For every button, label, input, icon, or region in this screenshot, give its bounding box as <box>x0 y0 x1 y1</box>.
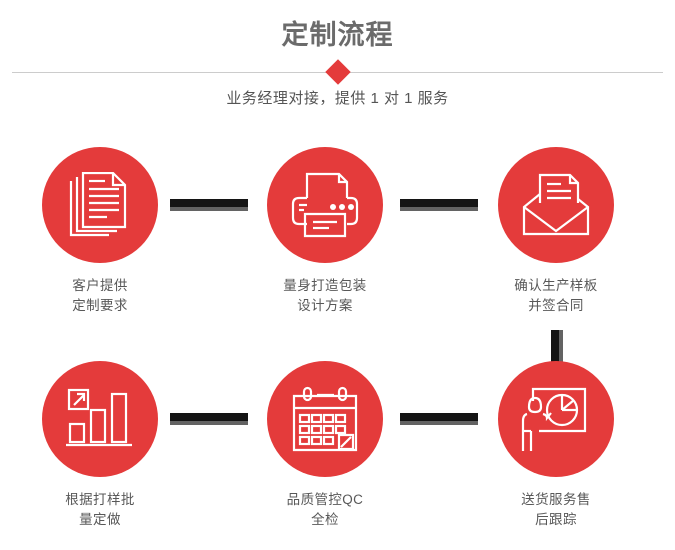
connector-bar <box>400 199 478 207</box>
flow-step-2-label: 量身打造包装 设计方案 <box>283 278 367 313</box>
bar-chart-growth-icon <box>66 388 132 447</box>
connector-shadow <box>559 330 563 370</box>
flow-step-2[interactable]: 量身打造包装 设计方案 <box>250 147 400 316</box>
connector-shadow <box>170 207 248 211</box>
connector-bar <box>400 413 478 421</box>
flow-step-2-circle <box>267 147 383 263</box>
documents-stack-icon <box>69 172 127 237</box>
connector-shadow <box>400 207 478 211</box>
title-divider <box>12 59 663 85</box>
flow-step-6-circle <box>498 361 614 477</box>
flow-step-4-circle <box>42 361 158 477</box>
flow-step-1-label: 客户提供 定制要求 <box>72 278 128 313</box>
flow-step-5[interactable]: 品质管控QC 全检 <box>250 361 400 530</box>
connector-shadow <box>400 421 478 425</box>
connector-bar <box>551 330 559 370</box>
connector-bar <box>170 413 248 421</box>
page-subtitle: 业务经理对接，提供 1 对 1 服务 <box>226 90 449 107</box>
flow-step-6-label: 送货服务售 后跟踪 <box>521 492 591 527</box>
flow-step-5-circle <box>267 361 383 477</box>
connector-5-6 <box>400 413 478 425</box>
page-title: 定制流程 <box>281 20 394 50</box>
connector-shadow <box>170 421 248 425</box>
flow-step-3-circle <box>498 147 614 263</box>
flow-step-1-circle <box>42 147 158 263</box>
process-flow-diagram: 客户提供 定制要求 <box>0 125 675 550</box>
envelope-document-icon <box>522 173 590 236</box>
flow-step-6[interactable]: 送货服务售 后跟踪 <box>481 361 631 530</box>
connector-4-5 <box>170 413 248 425</box>
flow-step-4[interactable]: 根据打样批 量定做 <box>25 361 175 530</box>
calendar-check-icon <box>292 386 358 452</box>
flow-step-3[interactable]: 确认生产样板 并签合同 <box>481 147 631 316</box>
connector-1-2 <box>170 199 248 211</box>
presenter-pie-chart-icon <box>521 387 587 451</box>
page-header: 定制流程 业务经理对接，提供 1 对 1 服务 <box>0 0 675 125</box>
flow-step-3-label: 确认生产样板 并签合同 <box>514 278 598 313</box>
connector-2-3 <box>400 199 478 211</box>
connector-bar <box>170 199 248 207</box>
flow-step-4-label: 根据打样批 量定做 <box>65 492 135 527</box>
flow-step-5-label: 品质管控QC 全检 <box>286 492 364 527</box>
connector-3-4 <box>551 330 563 370</box>
flow-step-1[interactable]: 客户提供 定制要求 <box>25 147 175 316</box>
printer-icon <box>291 172 359 238</box>
diamond-marker-icon <box>324 59 351 85</box>
